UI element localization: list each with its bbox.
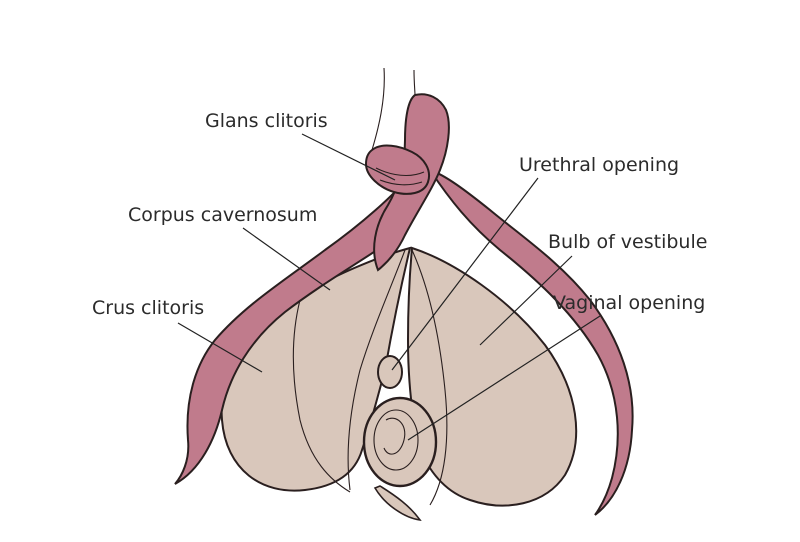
leader-corpus: [242, 227, 331, 291]
right-crus-clitoris: [427, 168, 634, 516]
suspensory-strand-left: [371, 67, 385, 151]
label-crus-clitoris: Crus clitoris: [92, 297, 204, 319]
bottom-flap: [373, 485, 422, 522]
glans-shading: [375, 167, 425, 186]
left-crus-clitoris: [174, 166, 417, 485]
vestibule-line-left: [347, 249, 406, 491]
vestibule-line-right: [411, 249, 448, 506]
right-bulb-of-vestibule: [406, 246, 578, 507]
label-corpus-cavernosum: Corpus cavernosum: [128, 204, 317, 226]
label-urethral-opening: Urethral opening: [519, 154, 679, 176]
leader-vaginal: [407, 315, 601, 441]
vaginal-opening-inner: [373, 409, 419, 471]
leader-crus: [177, 322, 263, 373]
label-bulb-of-vestibule: Bulb of vestibule: [548, 231, 707, 253]
leader-bulb: [479, 255, 573, 346]
leader-urethral: [391, 177, 539, 371]
vaginal-opening-fold: [383, 417, 406, 455]
vaginal-opening: [362, 396, 438, 488]
glans-clitoris: [364, 144, 430, 195]
vestibule-line-inner: [292, 299, 351, 493]
leader-glans: [301, 133, 396, 181]
label-glans-clitoris: Glans clitoris: [205, 110, 328, 132]
label-vaginal-opening: Vaginal opening: [553, 292, 705, 314]
suspensory-strand-right: [413, 69, 416, 96]
